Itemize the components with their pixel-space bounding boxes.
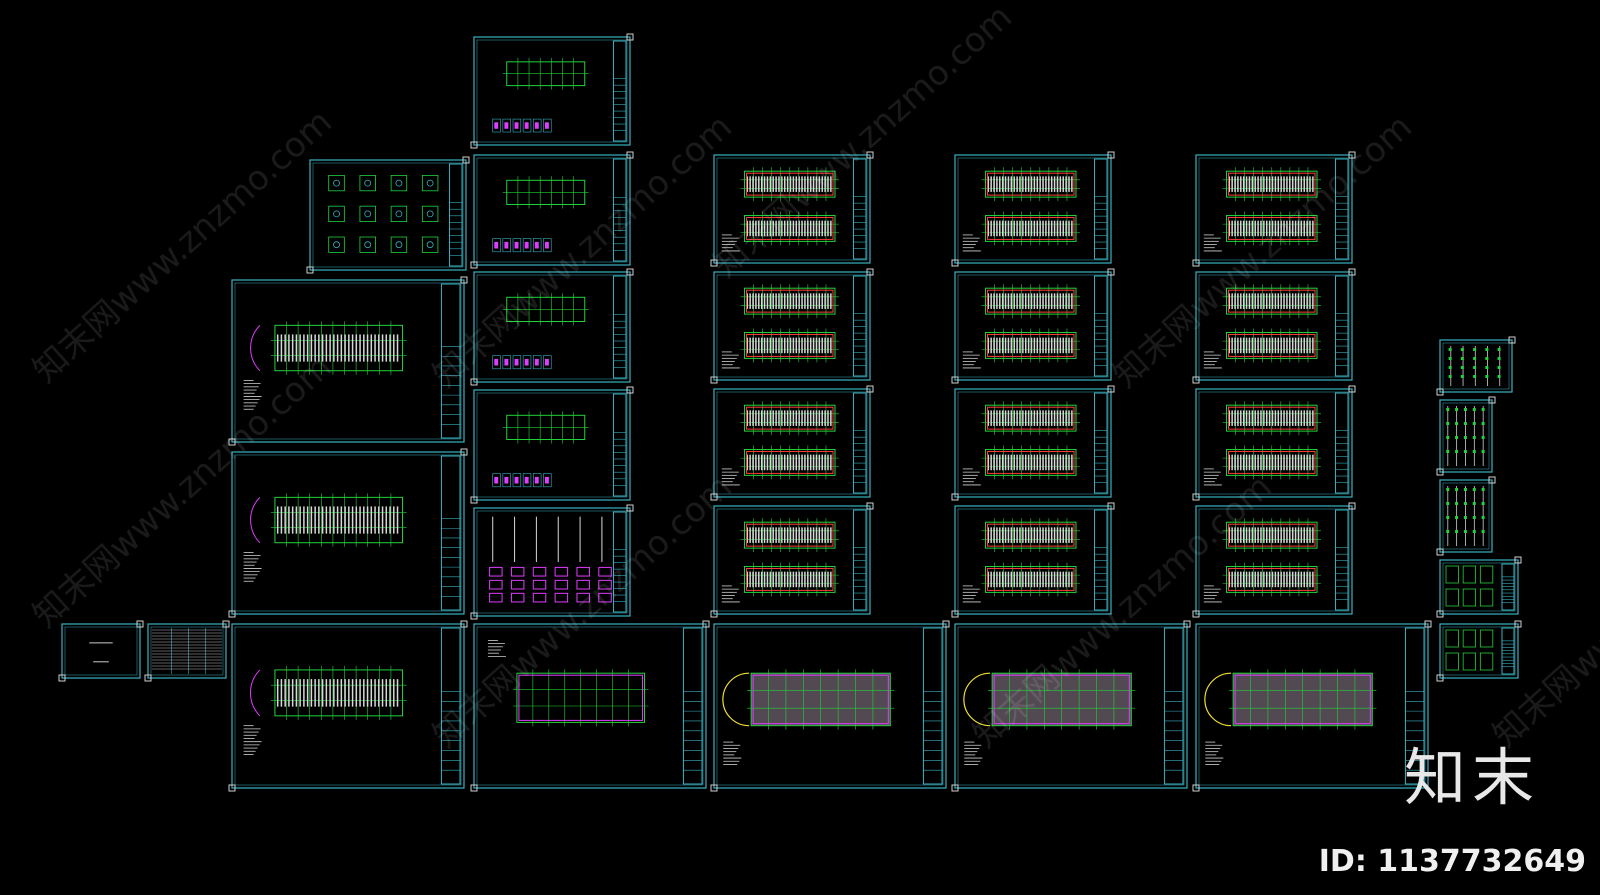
sheet-col3-row2[interactable] bbox=[710, 268, 874, 384]
sheet-drawing-list[interactable] bbox=[144, 620, 230, 682]
sheet-col5-bottom[interactable] bbox=[1192, 620, 1432, 792]
sheet-small-5[interactable] bbox=[1436, 620, 1522, 682]
sheet-col3-row4[interactable] bbox=[710, 502, 874, 618]
sheet-plan-c2-r6[interactable] bbox=[470, 620, 710, 792]
sheet-col5-row4[interactable] bbox=[1192, 502, 1356, 618]
sheet-col3-row3[interactable] bbox=[710, 385, 874, 501]
sheet-foundation-4[interactable] bbox=[470, 386, 634, 504]
sheet-col4-row1[interactable] bbox=[951, 151, 1115, 267]
sheet-foundation-2[interactable] bbox=[470, 151, 634, 269]
sheet-foundation-1[interactable] bbox=[470, 33, 634, 149]
sheet-plan-c1-r3[interactable] bbox=[228, 620, 468, 792]
sheet-cover[interactable] bbox=[58, 620, 144, 682]
sheet-col5-row1[interactable] bbox=[1192, 151, 1356, 267]
sheet-plan-c1-r1[interactable] bbox=[228, 276, 468, 446]
brand-logo: 知末 bbox=[1403, 741, 1540, 814]
sheet-columns[interactable] bbox=[470, 504, 634, 620]
sheet-col4-row2[interactable] bbox=[951, 268, 1115, 384]
sheet-col3-row1[interactable] bbox=[710, 151, 874, 267]
sheet-small-1[interactable] bbox=[1436, 336, 1516, 396]
sheet-col5-row3[interactable] bbox=[1192, 385, 1356, 501]
sheet-small-2[interactable] bbox=[1436, 396, 1496, 476]
sheet-small-3[interactable] bbox=[1436, 476, 1496, 556]
sheet-details-left[interactable] bbox=[306, 156, 470, 274]
sheet-col5-row2[interactable] bbox=[1192, 268, 1356, 384]
image-id-label: ID: 1137732649 bbox=[1318, 844, 1586, 879]
sheet-col4-bottom[interactable] bbox=[951, 620, 1191, 792]
sheet-foundation-3[interactable] bbox=[470, 268, 634, 386]
sheet-col3-bottom[interactable] bbox=[710, 620, 950, 792]
sheet-plan-c1-r2[interactable] bbox=[228, 448, 468, 618]
sheet-col4-row4[interactable] bbox=[951, 502, 1115, 618]
sheet-col4-row3[interactable] bbox=[951, 385, 1115, 501]
sheet-small-4[interactable] bbox=[1436, 556, 1522, 618]
